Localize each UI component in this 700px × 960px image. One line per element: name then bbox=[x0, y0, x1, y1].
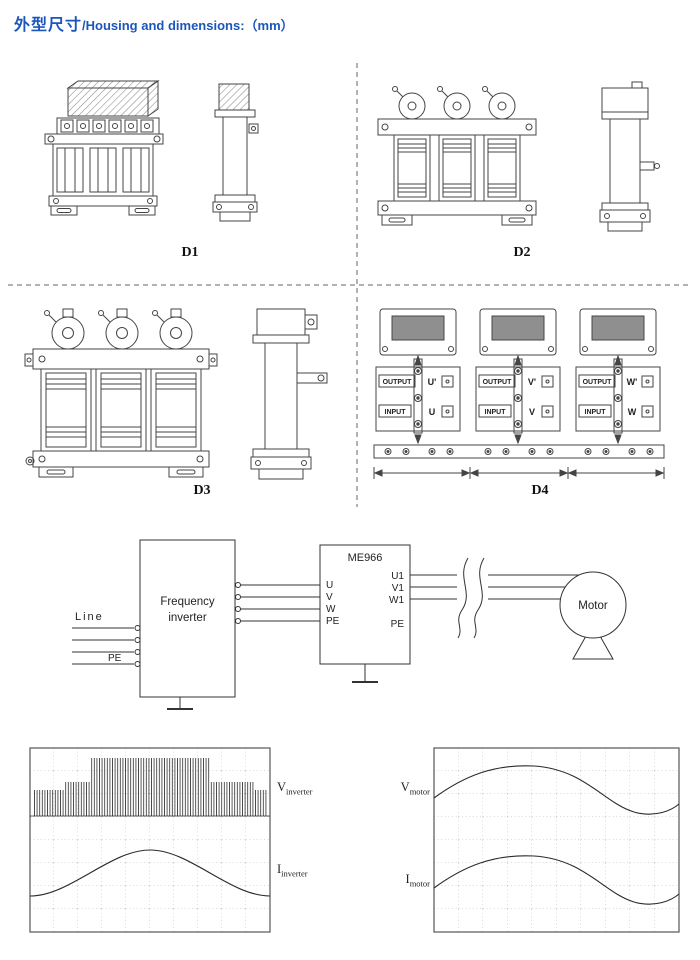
terminal-cover bbox=[67, 87, 149, 117]
filter-input-v: V bbox=[326, 592, 333, 603]
motor-current-trace bbox=[433, 855, 680, 905]
i-symbol: I bbox=[405, 872, 410, 886]
d2-front-view bbox=[377, 86, 537, 226]
i-symbol: I bbox=[277, 862, 282, 876]
filter-output-u1: U1 bbox=[391, 571, 404, 582]
motor-voltage-trace bbox=[433, 765, 680, 815]
base-bar bbox=[32, 450, 210, 468]
motor-stand bbox=[572, 635, 614, 660]
drawing-d2 bbox=[377, 81, 660, 232]
filter-output-w1: W1 bbox=[389, 595, 404, 606]
output-terminal-label: W' bbox=[627, 377, 638, 387]
reactor-body bbox=[52, 143, 154, 197]
d3-label: D3 bbox=[193, 483, 211, 498]
terminal-cover-side-view bbox=[218, 83, 250, 111]
filter-input-w: W bbox=[326, 604, 336, 615]
bushing bbox=[159, 316, 193, 350]
input-label: INPUT bbox=[585, 409, 607, 416]
cable-break-symbol bbox=[457, 557, 469, 639]
page-title-chinese: 外型尺寸 bbox=[14, 17, 83, 34]
wiring-diagram: Line PE ME966 U V W PE U1 V1 W1 PE bbox=[72, 539, 627, 710]
filter-output-pe: PE bbox=[391, 619, 405, 630]
cable-break-symbol bbox=[473, 557, 485, 639]
drawing-d1 bbox=[44, 80, 259, 222]
frequency-inverter-box bbox=[139, 539, 236, 698]
top-bar bbox=[377, 118, 537, 136]
filter-input-pe: PE bbox=[326, 616, 340, 627]
v-subscript: inverter bbox=[286, 786, 313, 797]
bushing bbox=[105, 316, 139, 350]
pe-input-label: PE bbox=[108, 653, 122, 664]
winding bbox=[40, 368, 92, 452]
winding bbox=[438, 134, 476, 202]
terminal-cover-top bbox=[66, 80, 160, 89]
winding bbox=[483, 134, 521, 202]
motor-current-label: Imotor bbox=[370, 872, 430, 889]
d4-module-v: OUTPUT V' INPUT V bbox=[475, 308, 561, 445]
winding bbox=[393, 134, 431, 202]
motor-label: Motor bbox=[578, 600, 608, 612]
d3-side-view bbox=[250, 308, 328, 480]
output-terminal-label: U' bbox=[428, 377, 437, 387]
drawing-d3 bbox=[24, 308, 328, 480]
v-subscript: motor bbox=[409, 786, 430, 797]
line-label: Line bbox=[75, 611, 104, 623]
filter-name: ME966 bbox=[348, 552, 383, 564]
d4-module-w: OUTPUT W' INPUT W bbox=[575, 308, 661, 445]
i-subscript: motor bbox=[409, 878, 430, 889]
drawing-d4: OUTPUT U' INPUT U OUT bbox=[373, 308, 665, 479]
output-label: OUTPUT bbox=[483, 379, 513, 386]
filter-input-u: U bbox=[326, 580, 333, 591]
d1-side-view bbox=[212, 83, 259, 222]
v-symbol: V bbox=[277, 780, 287, 794]
winding bbox=[95, 368, 147, 452]
base-bar bbox=[377, 200, 537, 216]
d4-dimension-line bbox=[373, 467, 665, 479]
motor-voltage-label: Vmotor bbox=[370, 780, 430, 797]
scope-screen bbox=[433, 747, 680, 933]
d2-side-view bbox=[599, 81, 660, 232]
frequency-inverter-label: Frequency inverter bbox=[160, 596, 215, 624]
output-label: OUTPUT bbox=[383, 379, 413, 386]
input-terminal-label: V bbox=[529, 407, 535, 417]
d4-module-u: OUTPUT U' INPUT U bbox=[375, 308, 461, 445]
v-symbol: V bbox=[400, 780, 410, 794]
input-terminal-label: U bbox=[429, 407, 436, 417]
d1-label: D1 bbox=[181, 245, 199, 260]
motor-scope bbox=[433, 747, 680, 933]
output-label: OUTPUT bbox=[583, 379, 613, 386]
i-subscript: inverter bbox=[281, 868, 308, 879]
page-title: 外型尺寸/Housing and dimensions:（mm） bbox=[14, 11, 294, 35]
d1-front-view bbox=[44, 80, 164, 216]
motor-circle bbox=[559, 571, 627, 639]
input-label: INPUT bbox=[385, 409, 407, 416]
inverter-scope bbox=[29, 747, 271, 933]
mounting-bar bbox=[44, 133, 164, 145]
inverter-current-label: Iinverter bbox=[277, 862, 308, 879]
input-terminal-label: W bbox=[628, 407, 637, 417]
output-terminal-label: V' bbox=[528, 377, 536, 387]
d3-front-view bbox=[24, 308, 218, 478]
page-title-english: /Housing and dimensions:（mm） bbox=[82, 18, 294, 33]
base-bar bbox=[48, 195, 158, 207]
input-label: INPUT bbox=[485, 409, 507, 416]
d4-base bbox=[373, 444, 665, 459]
d4-label: D4 bbox=[531, 483, 549, 498]
quadrant-separators bbox=[8, 63, 692, 507]
inverter-current-trace bbox=[29, 849, 271, 897]
winding bbox=[150, 368, 202, 452]
inverter-voltage-label: Vinverter bbox=[277, 780, 312, 797]
d2-label: D2 bbox=[513, 245, 531, 260]
top-frame bbox=[32, 348, 210, 370]
bushing bbox=[51, 316, 85, 350]
inverter-voltage-trace bbox=[30, 758, 270, 817]
filter-output-v1: V1 bbox=[392, 583, 405, 594]
